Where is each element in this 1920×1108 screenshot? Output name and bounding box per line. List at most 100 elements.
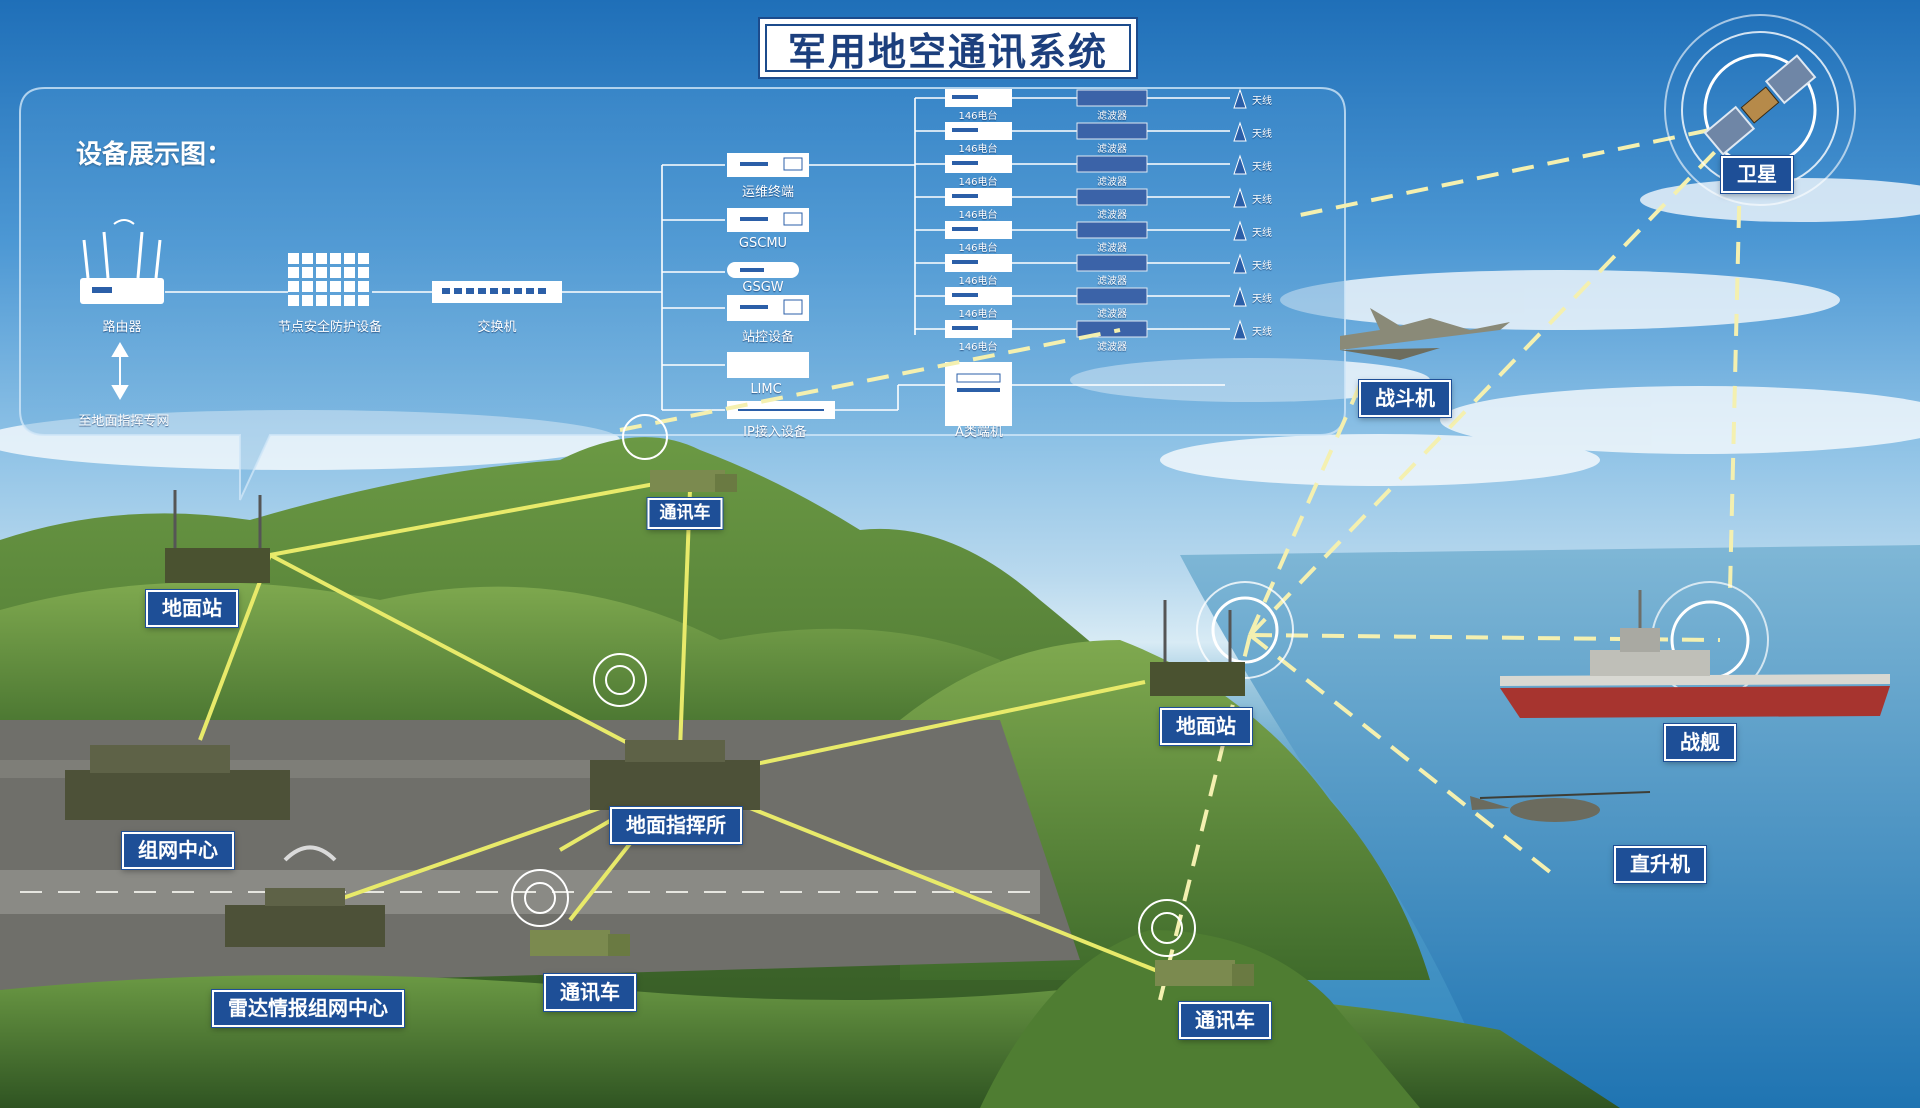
ip-access-label: IP接入设备 bbox=[743, 425, 807, 440]
security-cell bbox=[316, 253, 327, 264]
antenna-icon bbox=[1233, 220, 1247, 241]
radio-label: 146电台 bbox=[958, 243, 998, 254]
radar-center-label: 雷达情报组网中心 bbox=[212, 990, 404, 1027]
security-cell bbox=[330, 281, 341, 292]
antenna-label: 天线 bbox=[1252, 96, 1272, 107]
main-title-box: 军用地空通讯系统 bbox=[758, 17, 1138, 79]
panel-wiring bbox=[165, 98, 1225, 411]
radio-rows bbox=[915, 88, 1247, 340]
security-cell bbox=[344, 281, 355, 292]
satellite-icon bbox=[1703, 54, 1817, 156]
filter-label: 滤波器 bbox=[1097, 111, 1127, 122]
bidirectional-arrow-icon bbox=[111, 342, 129, 400]
gsgw-label: GSGW bbox=[742, 280, 784, 295]
radio-indicator bbox=[952, 95, 978, 99]
switch-port bbox=[490, 288, 498, 294]
switch-icon bbox=[432, 281, 562, 303]
radio-icon bbox=[945, 155, 1012, 173]
comm-truck-top-label: 通讯车 bbox=[647, 498, 723, 530]
fighter-label: 战斗机 bbox=[1359, 380, 1451, 417]
switch-port bbox=[454, 288, 462, 294]
antenna-icon bbox=[1233, 88, 1247, 109]
switch-port bbox=[466, 288, 474, 294]
radio-label: 146电台 bbox=[958, 144, 998, 155]
filter-label: 滤波器 bbox=[1097, 144, 1127, 155]
radio-label: 146电台 bbox=[958, 177, 998, 188]
gsgw-icon bbox=[727, 262, 799, 278]
security-device-label: 节点安全防护设备 bbox=[277, 320, 383, 335]
switch-label: 交换机 bbox=[477, 320, 517, 335]
antenna-label: 天线 bbox=[1252, 195, 1272, 206]
switch-port bbox=[502, 288, 510, 294]
network-center-label: 组网中心 bbox=[122, 832, 234, 869]
radio-indicator bbox=[952, 194, 978, 198]
filter-icon bbox=[1076, 122, 1148, 140]
switch-port bbox=[478, 288, 486, 294]
radio-indicator bbox=[952, 293, 978, 297]
radio-label: 146电台 bbox=[958, 210, 998, 221]
warship-label: 战舰 bbox=[1664, 724, 1736, 761]
ops-terminal-icon bbox=[727, 153, 809, 177]
security-cell bbox=[344, 295, 355, 306]
radio-icon bbox=[945, 122, 1012, 140]
antenna-label: 天线 bbox=[1252, 162, 1272, 173]
security-cell bbox=[302, 295, 313, 306]
radio-label: 146电台 bbox=[958, 111, 998, 122]
security-cell bbox=[358, 295, 369, 306]
comm-truck-right-label: 通讯车 bbox=[1179, 1002, 1271, 1039]
switch-port bbox=[442, 288, 450, 294]
antenna-icon bbox=[1233, 154, 1247, 175]
radar-center-building-icon bbox=[225, 845, 385, 947]
satellite-label: 卫星 bbox=[1721, 156, 1793, 193]
comm-truck-mid-icon bbox=[530, 930, 630, 956]
security-cell bbox=[288, 281, 299, 292]
radio-label: 146电台 bbox=[958, 276, 998, 287]
radio-indicator bbox=[952, 128, 978, 132]
network-center-building-icon bbox=[65, 745, 290, 820]
security-cell bbox=[302, 267, 313, 278]
radio-label: 146电台 bbox=[958, 309, 998, 320]
radio-label: 146电台 bbox=[958, 342, 998, 353]
command-post-building-icon bbox=[590, 740, 760, 810]
gscmu-icon bbox=[727, 208, 809, 232]
router-label: 路由器 bbox=[102, 320, 142, 335]
filter-icon bbox=[1076, 188, 1148, 206]
antenna-icon bbox=[1233, 286, 1247, 307]
security-cell bbox=[344, 253, 355, 264]
filter-label: 滤波器 bbox=[1097, 210, 1127, 221]
switch-port bbox=[514, 288, 522, 294]
antenna-label: 天线 bbox=[1252, 294, 1272, 305]
ground-station-right-icon bbox=[1150, 600, 1245, 696]
helicopter-label: 直升机 bbox=[1614, 846, 1706, 883]
to-ground-network-label: 至地面指挥专网 bbox=[78, 414, 170, 429]
radio-indicator bbox=[952, 260, 978, 264]
security-device-icon bbox=[288, 253, 369, 306]
security-cell bbox=[330, 295, 341, 306]
comm-truck-right-icon bbox=[1155, 960, 1254, 986]
security-cell bbox=[330, 267, 341, 278]
limc-label: LIMC bbox=[750, 382, 782, 397]
panel-title: 设备展示图： bbox=[76, 140, 233, 170]
hills-mid bbox=[0, 582, 1000, 760]
comm-truck-mid-label: 通讯车 bbox=[544, 974, 636, 1011]
switch-port bbox=[526, 288, 534, 294]
security-cell bbox=[302, 253, 313, 264]
antenna-label: 天线 bbox=[1252, 261, 1272, 272]
radio-icon bbox=[945, 89, 1012, 107]
radio-icon bbox=[945, 221, 1012, 239]
radio-indicator bbox=[952, 161, 978, 165]
security-cell bbox=[344, 267, 355, 278]
antenna-icon bbox=[1233, 319, 1247, 340]
filter-label: 滤波器 bbox=[1097, 342, 1127, 353]
security-cell bbox=[316, 295, 327, 306]
filter-icon bbox=[1076, 89, 1148, 107]
ground-station-left-label: 地面站 bbox=[146, 590, 238, 627]
filter-icon bbox=[1076, 155, 1148, 173]
filter-icon bbox=[1076, 254, 1148, 272]
antenna-label: 天线 bbox=[1252, 327, 1272, 338]
antenna-label: 天线 bbox=[1252, 228, 1272, 239]
antenna-label: 天线 bbox=[1252, 129, 1272, 140]
router-icon bbox=[80, 219, 164, 304]
antenna-icon bbox=[1233, 187, 1247, 208]
